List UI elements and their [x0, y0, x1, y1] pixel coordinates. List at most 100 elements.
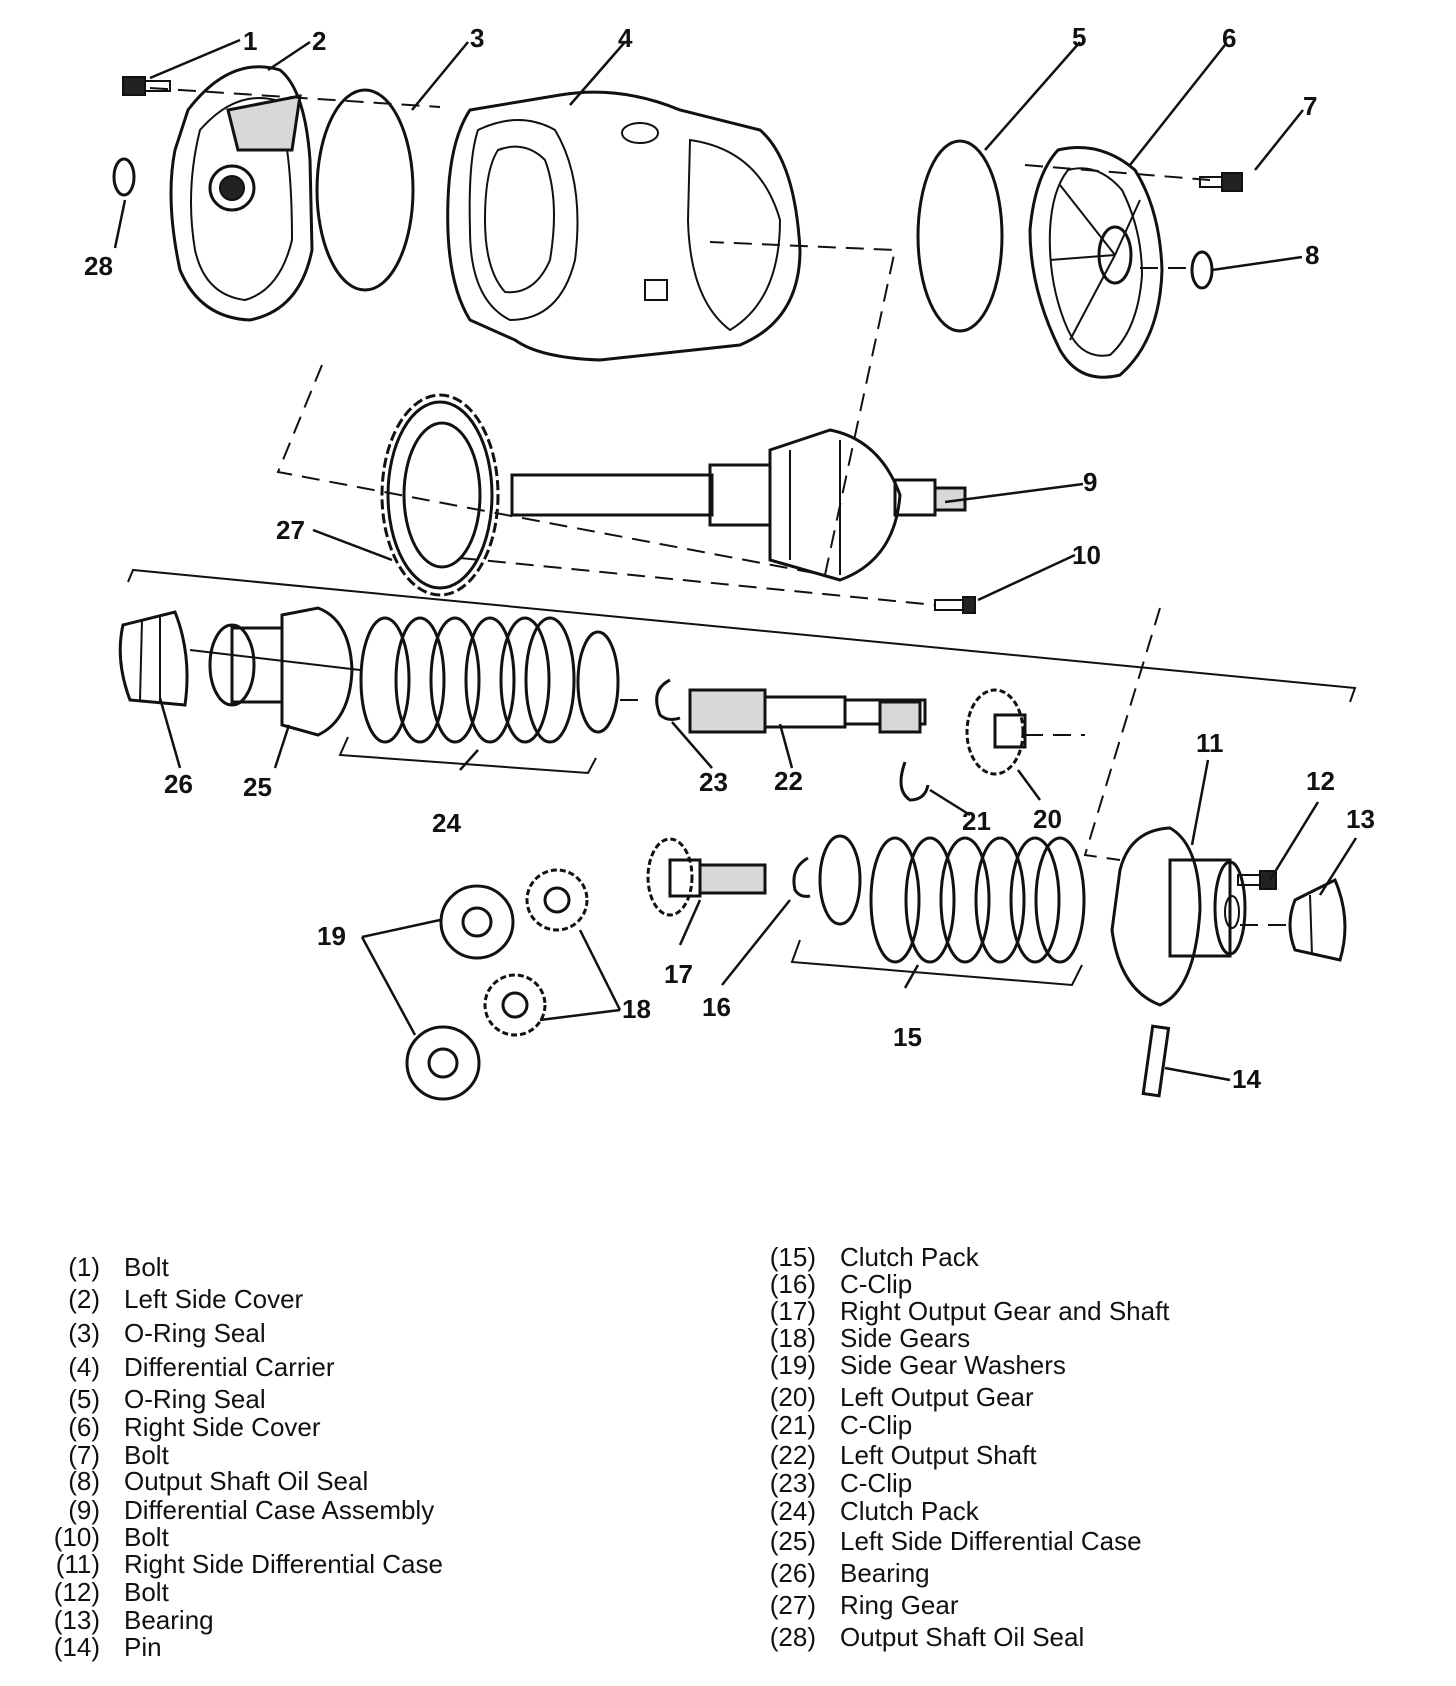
callout-14: 14: [1232, 1064, 1261, 1094]
legend-label: C-Clip: [840, 1410, 913, 1440]
legend-number: (26): [769, 1558, 816, 1588]
parts-legend: (1) Bolt (2) Left Side Cover (3) O-Ring Sea…: [0, 1240, 1456, 1680]
callout-10: 10: [1072, 540, 1101, 570]
legend-label: Left Output Shaft: [840, 1440, 1037, 1470]
legend-number: (22): [769, 1440, 816, 1470]
callout-4: 4: [618, 23, 633, 53]
callout-22: 22: [774, 766, 803, 796]
legend-item: (20)Left Output Gear: [756, 1382, 1034, 1412]
legend-number: (12): [53, 1577, 100, 1607]
legend-label: Bolt: [124, 1522, 169, 1552]
part-bolt-1: [122, 76, 171, 96]
legend-number: (14): [53, 1632, 100, 1662]
legend-item: (13) Bearing: [40, 1605, 214, 1635]
legend-label: Clutch Pack: [840, 1496, 979, 1526]
callout-18: 18: [622, 994, 651, 1024]
legend-label: Bolt: [124, 1252, 169, 1282]
callout-17: 17: [664, 959, 693, 989]
legend-item: (16) C-Clip: [756, 1269, 912, 1299]
part-clutch-ring-15: [818, 834, 862, 926]
part-side-gears: [483, 868, 589, 1037]
legend-label: Ring Gear: [840, 1590, 959, 1620]
legend-item: (21) C-Clip: [756, 1410, 912, 1440]
part-oil-seal-8: [1190, 250, 1214, 290]
legend-item: (5)O-Ring Seal: [40, 1384, 265, 1414]
legend-number: (21): [769, 1410, 816, 1440]
callout-28: 28: [84, 251, 113, 281]
callout-11: 11: [1196, 728, 1224, 758]
legend-label: Output Shaft Oil Seal: [124, 1466, 369, 1496]
legend-number: (24): [769, 1496, 816, 1526]
part-left-side-differential-case: [208, 606, 354, 737]
legend-number: (2): [68, 1284, 100, 1314]
legend-label: Bearing: [840, 1558, 930, 1588]
callout-25: 25: [243, 772, 272, 802]
legend-item: (25) Left Side Differential Case: [756, 1526, 1142, 1556]
legend-number: (11): [55, 1549, 100, 1579]
legend-label: Differential Case Assembly: [124, 1495, 435, 1525]
callout-12: 12: [1306, 766, 1335, 796]
legend-item: (26) Bearing: [756, 1558, 930, 1588]
part-bolt-7: [1199, 172, 1243, 192]
part-o-ring-seal-3: [315, 88, 415, 292]
legend-number: (4): [68, 1352, 100, 1382]
legend-label: Side Gear Washers: [840, 1350, 1066, 1380]
part-right-side-differential-case: [1110, 826, 1247, 1007]
part-differential-case-assembly: [510, 428, 967, 582]
part-ring-gear: [380, 393, 500, 597]
legend-number: (20): [769, 1382, 816, 1412]
callout-15: 15: [893, 1022, 922, 1052]
legend-number: (16): [769, 1269, 816, 1299]
legend-label: Right Side Differential Case: [124, 1549, 443, 1579]
legend-label: Right Output Gear and Shaft: [840, 1296, 1170, 1326]
part-o-ring-seal-5: [916, 139, 1004, 333]
callout-23: 23: [699, 767, 728, 797]
callout-20: 20: [1033, 804, 1062, 834]
legend-number: (23): [769, 1468, 816, 1498]
legend-number: (10): [53, 1522, 100, 1552]
legend-item: (1) Bolt: [40, 1252, 169, 1282]
leader-lines: [113, 38, 1358, 1082]
callout-6: 6: [1222, 23, 1236, 53]
callout-16: 16: [702, 992, 731, 1022]
legend-item: (17)Right Output Gear and Shaft: [756, 1296, 1170, 1326]
legend-item: (15) Clutch Pack: [756, 1242, 979, 1272]
legend-number: (9): [68, 1495, 100, 1525]
part-clutch-pack-24: [359, 616, 576, 744]
part-c-clip-21: [899, 761, 930, 802]
legend-label: Clutch Pack: [840, 1242, 979, 1272]
legend-label: Left Side Cover: [124, 1284, 304, 1314]
legend-label: Output Shaft Oil Seal: [840, 1622, 1085, 1652]
part-right-side-cover: [1028, 146, 1164, 379]
callout-5: 5: [1072, 22, 1086, 52]
legend-item: (6)Right Side Cover: [40, 1412, 320, 1442]
legend-number: (5): [68, 1384, 100, 1414]
legend-label: Bearing: [124, 1605, 214, 1635]
part-left-side-cover: [169, 65, 314, 322]
legend-number: (1): [68, 1252, 100, 1282]
legend-number: (3): [68, 1318, 100, 1348]
part-pin: [1141, 1024, 1171, 1098]
part-right-output-gear-and-shaft: [646, 837, 767, 917]
legend-label: O-Ring Seal: [124, 1318, 266, 1348]
part-clutch-pack-15: [869, 836, 1086, 964]
legend-number: (13): [53, 1605, 100, 1635]
legend-number: (25): [769, 1526, 816, 1556]
legend-label: Left Side Differential Case: [840, 1526, 1142, 1556]
callout-19: 19: [317, 921, 346, 951]
legend-number: (27): [769, 1590, 816, 1620]
legend-number: (18): [769, 1323, 816, 1353]
legend-number: (7): [68, 1440, 100, 1470]
legend-label: C-Clip: [840, 1269, 913, 1299]
callout-8: 8: [1305, 240, 1319, 270]
callout-numbers: 1 2 3 4 5 6 7 8 9 10 11 12 13 14 15 16 1…: [84, 22, 1375, 1094]
legend-item: (14)Pin: [40, 1632, 162, 1662]
callout-7: 7: [1303, 91, 1317, 121]
legend-item: (2) Left Side Cover: [40, 1284, 303, 1314]
legend-label: Side Gears: [840, 1323, 971, 1353]
legend-number: (15): [769, 1242, 816, 1272]
callout-1: 1: [243, 26, 257, 56]
part-c-clip-16: [792, 856, 811, 898]
legend-number: (8): [68, 1466, 100, 1496]
legend-number: (6): [68, 1412, 100, 1442]
